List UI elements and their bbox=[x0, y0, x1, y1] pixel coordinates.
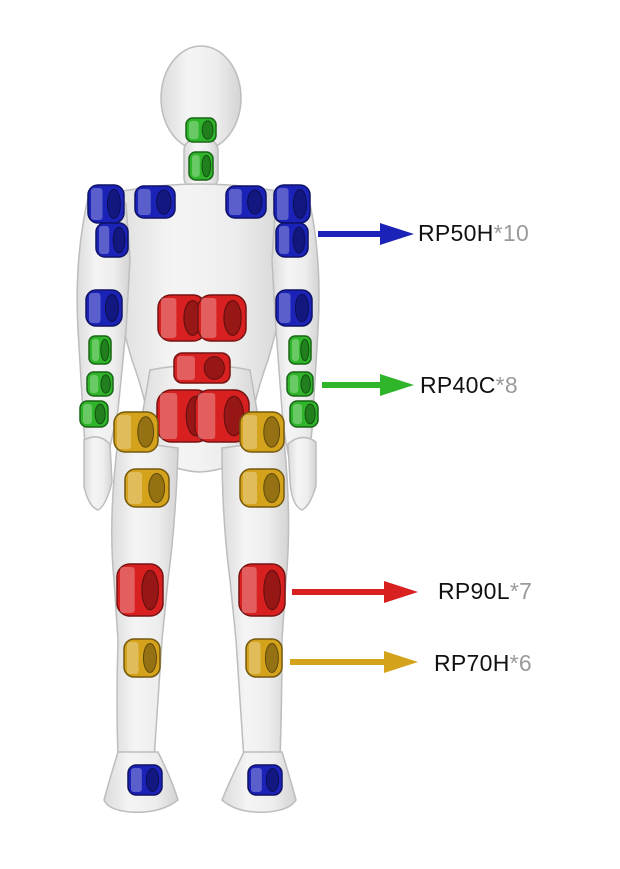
arrow-rp40c bbox=[322, 374, 414, 396]
legend-label-rp50h: RP50H*10 bbox=[418, 220, 529, 247]
legend-qty-rp40c: *8 bbox=[495, 372, 518, 398]
right-hand-shell bbox=[287, 436, 317, 511]
arrow-rp90l bbox=[292, 581, 418, 603]
actuator-group bbox=[79, 117, 319, 796]
legend-code-rp90l: RP90L bbox=[438, 578, 510, 604]
actuator-left-ankle bbox=[123, 638, 161, 678]
actuator-right-elbow bbox=[275, 289, 313, 327]
legend-label-rp40c: RP40C*8 bbox=[420, 372, 518, 399]
arrow-rp70h bbox=[290, 651, 418, 673]
legend-code-rp50h: RP50H bbox=[418, 220, 494, 246]
arrow-rp50h bbox=[318, 223, 414, 245]
actuator-right-thigh bbox=[239, 468, 285, 508]
actuator-left-thigh bbox=[124, 468, 170, 508]
legend-qty-rp70h: *6 bbox=[509, 650, 532, 676]
actuator-left-forearm bbox=[88, 335, 112, 365]
actuator-left-shoulder-inner bbox=[134, 185, 176, 219]
arrow-group bbox=[290, 223, 418, 673]
actuator-left-knee bbox=[116, 563, 164, 617]
actuator-left-upper-arm bbox=[95, 222, 129, 258]
legend-code-rp40c: RP40C bbox=[420, 372, 496, 398]
actuator-left-hip-roll bbox=[113, 411, 159, 453]
actuator-right-upper-arm bbox=[275, 222, 309, 258]
actuator-left-elbow bbox=[85, 289, 123, 327]
actuator-waist-left bbox=[157, 294, 207, 342]
actuator-waist-center bbox=[173, 352, 231, 384]
actuator-left-foot-joint bbox=[127, 764, 163, 796]
legend-label-rp90l: RP90L*7 bbox=[438, 578, 532, 605]
actuator-right-knee bbox=[238, 563, 286, 617]
actuator-right-wrist-lower bbox=[289, 400, 319, 428]
actuator-right-forearm bbox=[288, 335, 312, 365]
left-hand-shell bbox=[83, 436, 113, 511]
legend-label-rp70h: RP70H*6 bbox=[434, 650, 532, 677]
actuator-right-hip-roll bbox=[239, 411, 285, 453]
actuator-right-wrist-upper bbox=[286, 371, 314, 397]
actuator-left-wrist-upper bbox=[86, 371, 114, 397]
actuator-neck-upper bbox=[185, 117, 217, 143]
legend-qty-rp90l: *7 bbox=[509, 578, 533, 604]
actuator-right-foot-joint bbox=[247, 764, 283, 796]
actuator-right-shoulder-outer bbox=[273, 184, 311, 224]
actuator-left-wrist-lower bbox=[79, 400, 109, 428]
actuator-right-shoulder-inner bbox=[225, 185, 267, 219]
actuator-waist-right bbox=[197, 294, 247, 342]
actuator-right-ankle bbox=[245, 638, 283, 678]
legend-code-rp70h: RP70H bbox=[434, 650, 510, 676]
actuator-left-shoulder-outer bbox=[87, 184, 125, 224]
legend-qty-rp50h: *10 bbox=[493, 220, 530, 246]
actuator-neck-lower bbox=[188, 151, 214, 181]
